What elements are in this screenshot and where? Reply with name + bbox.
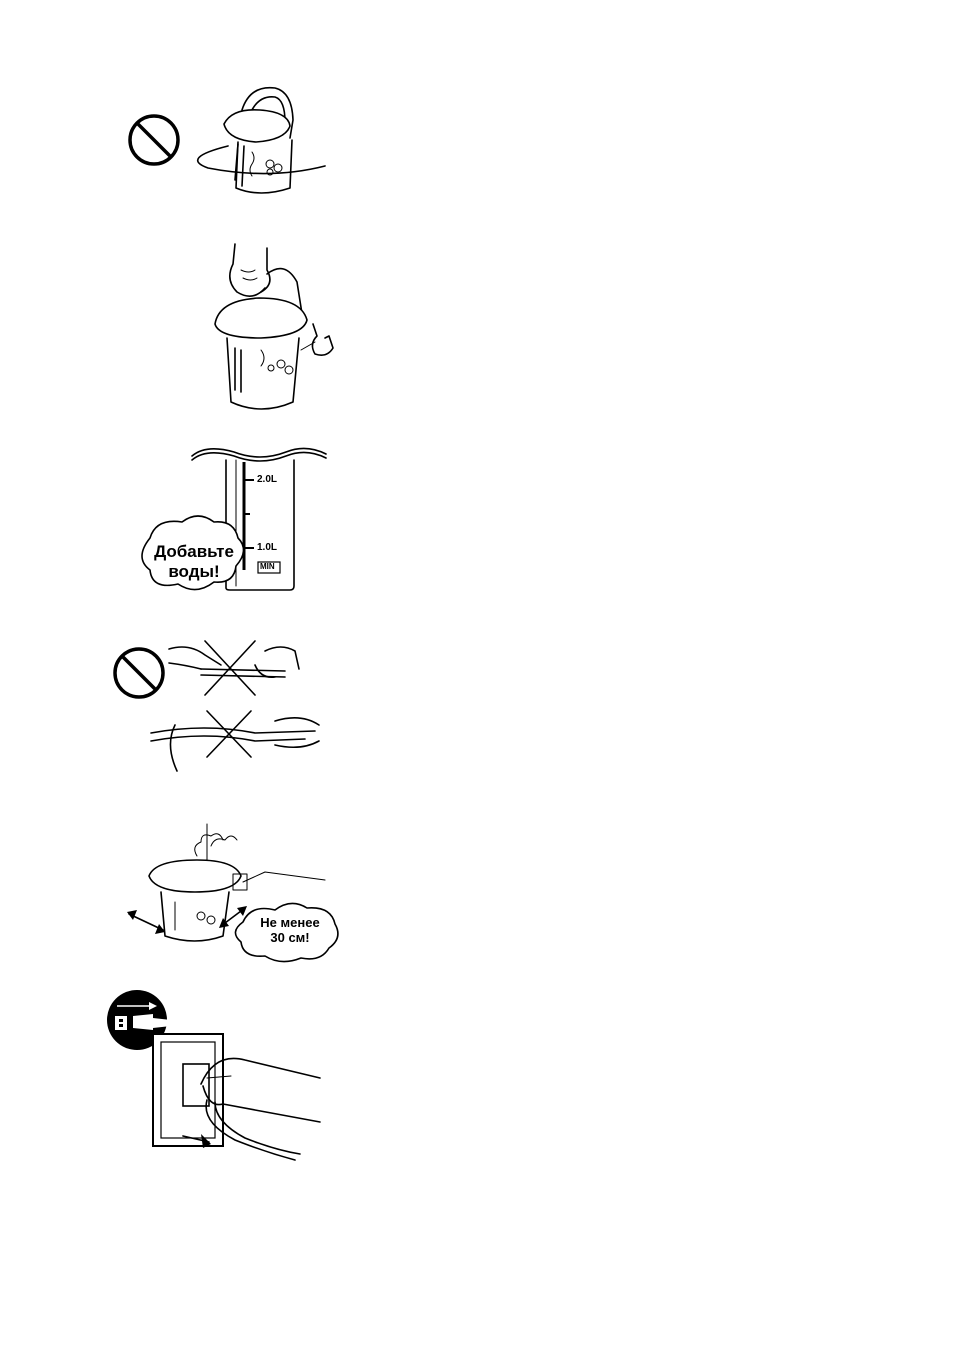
wall-socket-drawing <box>153 1034 223 1146</box>
scale-mark-1l: 1.0L <box>257 542 277 553</box>
thermopot-drawing <box>198 88 325 193</box>
distance-arrow-icon <box>127 906 247 934</box>
cord-bend-drawing <box>169 641 299 695</box>
figure-carry <box>205 240 345 420</box>
figure-unplug <box>105 982 330 1167</box>
thermopot-drawing <box>215 269 307 409</box>
figure-no-rotate <box>120 80 340 210</box>
figure-no-cord-damage <box>105 625 335 780</box>
hand-pointing-icon <box>301 324 333 355</box>
thermopot-drawing <box>149 824 241 941</box>
hand-drawing <box>230 244 270 296</box>
scale-mark-2l: 2.0L <box>257 474 277 485</box>
cord-pull-drawing <box>151 711 319 771</box>
bubble-line-1: Добавьте <box>148 542 240 562</box>
bubble-line-2: 30 см! <box>243 931 337 946</box>
figure-distance: Не менее 30 см! <box>125 820 345 965</box>
wall-outlet-drawing <box>233 872 325 890</box>
bubble-line-2: воды! <box>148 562 240 582</box>
figure-water-level: 2.0L 1.0L MIN Добавьте воды! <box>130 440 340 600</box>
scale-mark-min: MIN <box>260 562 275 571</box>
speech-bubble-add-water: Добавьте воды! <box>148 542 240 581</box>
prohibition-icon <box>130 116 178 164</box>
prohibition-icon <box>115 649 163 697</box>
speech-bubble-distance: Не менее 30 см! <box>243 916 337 946</box>
bubble-line-1: Не менее <box>243 916 337 931</box>
